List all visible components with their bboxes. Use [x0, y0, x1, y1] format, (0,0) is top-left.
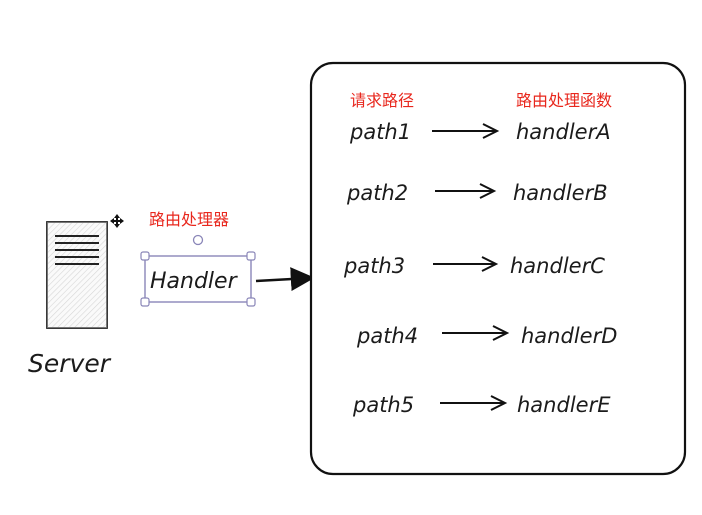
route-row: path2 handlerB: [346, 181, 608, 205]
route-path: path3: [343, 254, 405, 278]
rotate-handle[interactable]: [192, 234, 204, 246]
resize-handle-bottom-right[interactable]: [246, 297, 256, 307]
route-path: path1: [349, 120, 411, 144]
handler-to-router-arrow: [255, 267, 315, 292]
route-handler: handlerE: [517, 393, 611, 417]
route-arrow: [432, 123, 500, 139]
handler-box[interactable]: Handler: [140, 251, 256, 307]
route-path: path2: [346, 181, 408, 205]
routing-table-box: [309, 61, 687, 476]
path-header: 请求路径: [350, 91, 414, 110]
route-row: path3 handlerC: [343, 254, 605, 278]
handler-header: 路由处理函数: [516, 91, 612, 110]
server-label: Server: [28, 349, 112, 378]
route-path: path5: [352, 393, 414, 417]
route-row: path4 handlerD: [356, 324, 617, 348]
route-row: path1 handlerA: [349, 120, 611, 144]
resize-handle-bottom-left[interactable]: [140, 297, 150, 307]
route-arrow: [440, 395, 508, 411]
route-handler: handlerB: [513, 181, 608, 205]
handler-label: Handler: [150, 269, 239, 294]
route-path: path4: [356, 324, 418, 348]
route-handler: handlerA: [516, 120, 611, 144]
resize-handle-top-left[interactable]: [140, 251, 150, 261]
server-icon: [46, 221, 108, 329]
route-handler: handlerC: [510, 254, 605, 278]
route-arrow: [435, 183, 497, 199]
move-icon[interactable]: [110, 214, 124, 228]
resize-handle-top-right[interactable]: [246, 251, 256, 261]
handler-caption: 路由处理器: [149, 210, 229, 229]
route-row: path5 handlerE: [352, 393, 611, 417]
route-arrow: [433, 256, 499, 272]
route-handler: handlerD: [521, 324, 617, 348]
route-arrow: [442, 325, 510, 341]
